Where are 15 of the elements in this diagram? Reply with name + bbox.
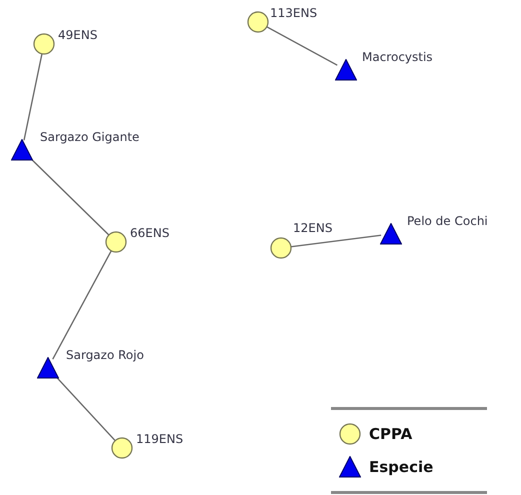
node-label: 119ENS xyxy=(136,432,184,446)
node-label: Sargazo Rojo xyxy=(66,348,144,362)
node-label: 113ENS xyxy=(270,6,318,20)
node-label: 12ENS xyxy=(293,221,332,235)
connector-line xyxy=(290,234,382,248)
legend-label: Especie xyxy=(369,456,434,478)
node-label: Pelo de Cochi xyxy=(407,214,488,228)
connector-line xyxy=(23,54,43,140)
node-label: 49ENS xyxy=(58,28,98,42)
connector-line xyxy=(52,250,112,360)
node-label: Macrocystis xyxy=(362,50,433,64)
legend-label: CPPA xyxy=(369,424,412,445)
connector-line xyxy=(266,26,338,66)
node-label: Sargazo Gigante xyxy=(40,130,140,144)
node-label: 66ENS xyxy=(130,226,170,240)
